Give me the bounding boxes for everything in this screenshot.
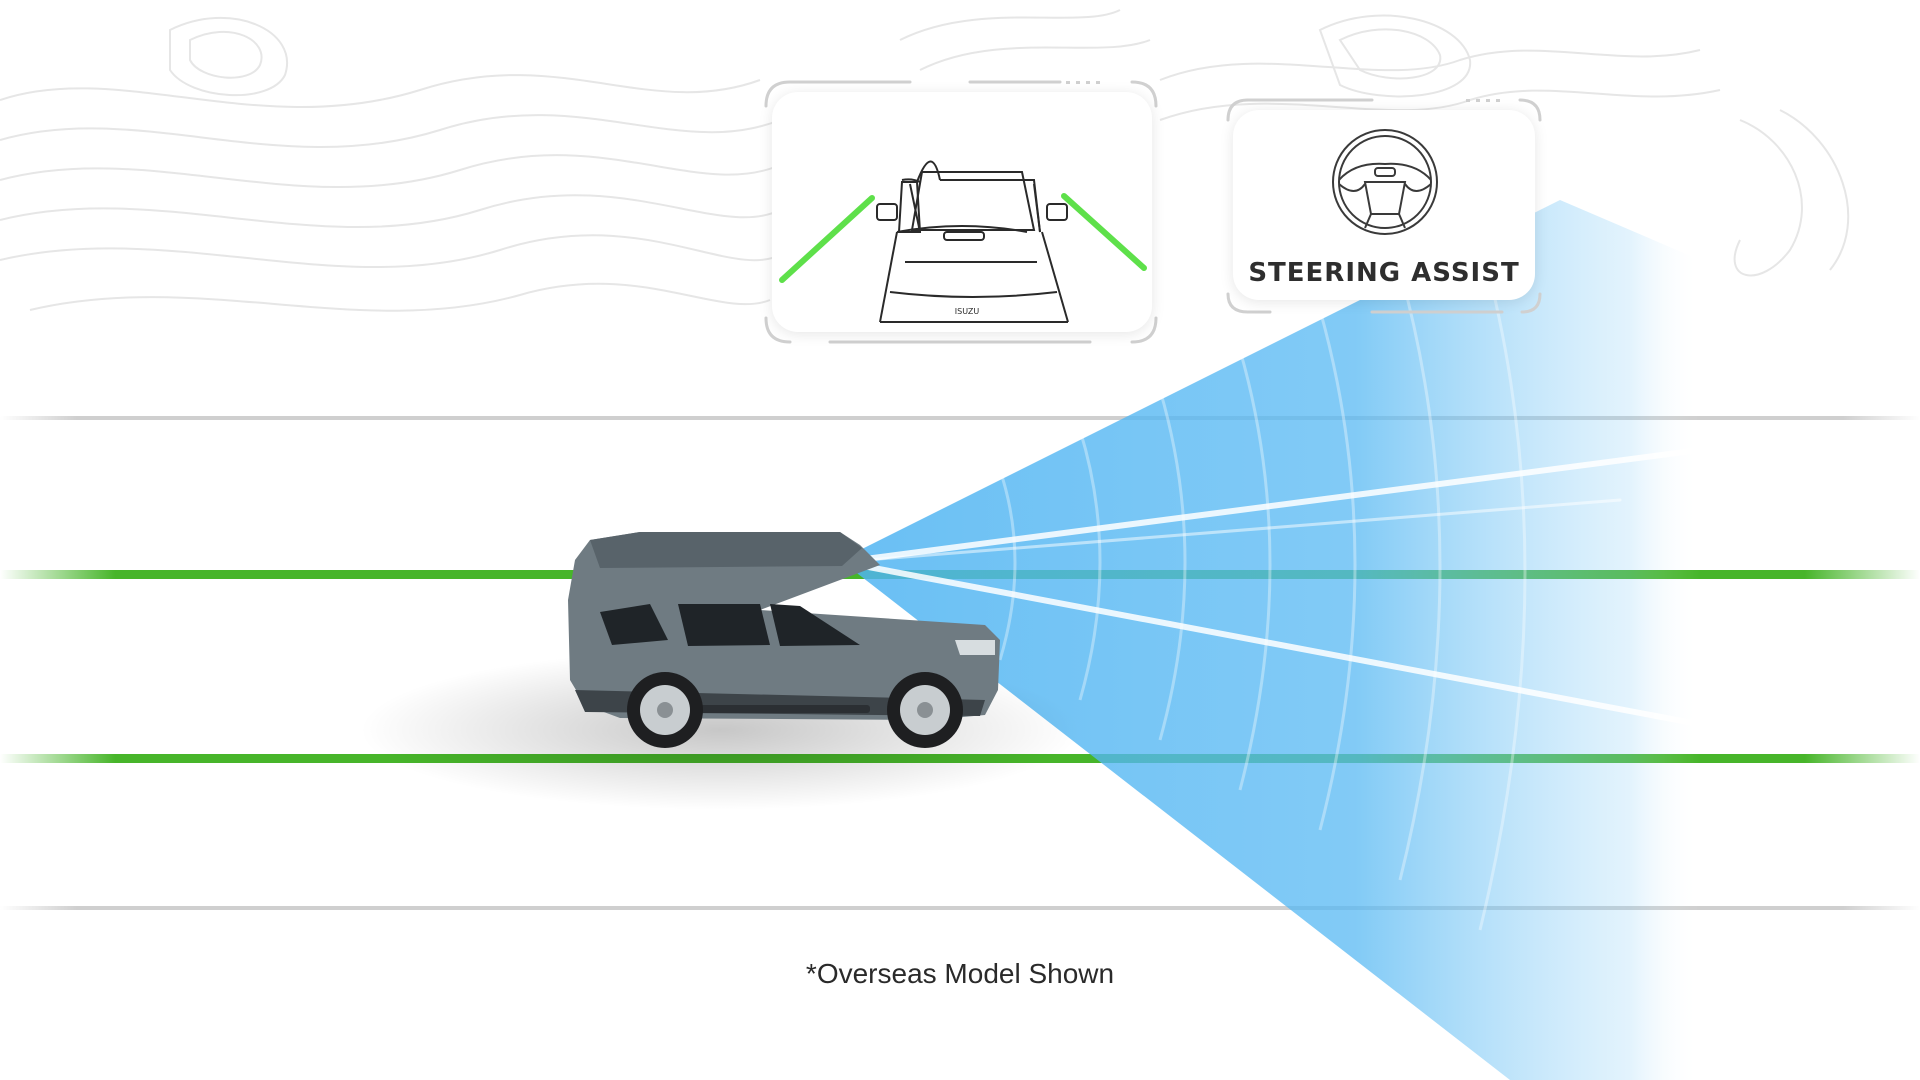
lane-panel-frame [764, 80, 1158, 344]
steer-panel-frame [1226, 98, 1542, 314]
overseas-model-disclaimer: *Overseas Model Shown [805, 958, 1115, 989]
front-wheel [887, 672, 963, 748]
rear-wheel [627, 672, 703, 748]
steering-wheel-icon [1332, 129, 1438, 235]
vehicle-badge: ISUZU [955, 307, 980, 316]
steering-assist-panel: STEERING ASSIST [1233, 110, 1535, 300]
lane-keep-panel: ISUZU [772, 92, 1152, 332]
topographic-background [0, 9, 1850, 312]
road-edge-bottom [0, 906, 1920, 910]
car-rear-lane-icon: ISUZU [779, 160, 1147, 323]
road-edge-top [0, 416, 1920, 420]
steering-assist-label: STEERING ASSIST [1248, 258, 1520, 288]
